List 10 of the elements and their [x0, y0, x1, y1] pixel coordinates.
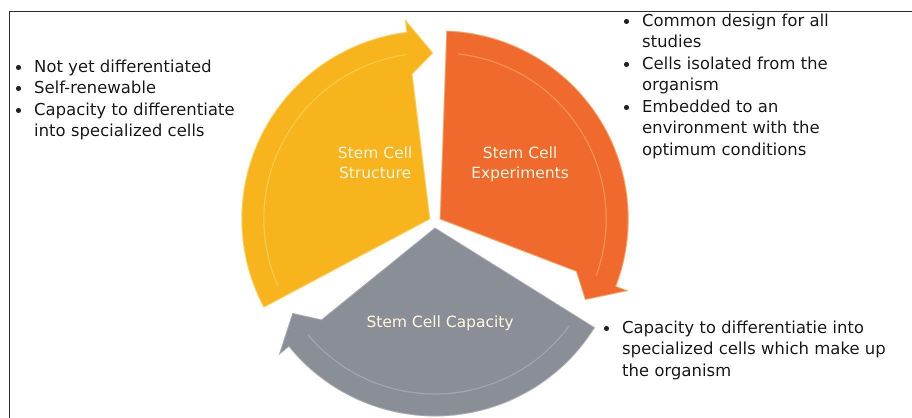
segment-label: Stem Cell Experiments	[470, 143, 570, 184]
bullet-item: Capacity to differentiatie into specialized cells which make up the organism	[622, 317, 887, 382]
bullet-item: Not yet differentiated	[34, 56, 212, 78]
bullet-item: Self-renewable	[34, 77, 156, 99]
segment-label: Stem Cell Capacity	[365, 312, 515, 332]
bullet-item: Capacity to differentiate into specialized cells	[34, 98, 236, 142]
segment-label: Stem Cell Structure	[336, 143, 414, 184]
bullet-item: Cells isolated from the organism	[642, 52, 829, 96]
bullet-item: Common design for all studies	[642, 10, 830, 53]
bullet-item: Embedded to an environment with the optimum conditions	[642, 96, 821, 160]
